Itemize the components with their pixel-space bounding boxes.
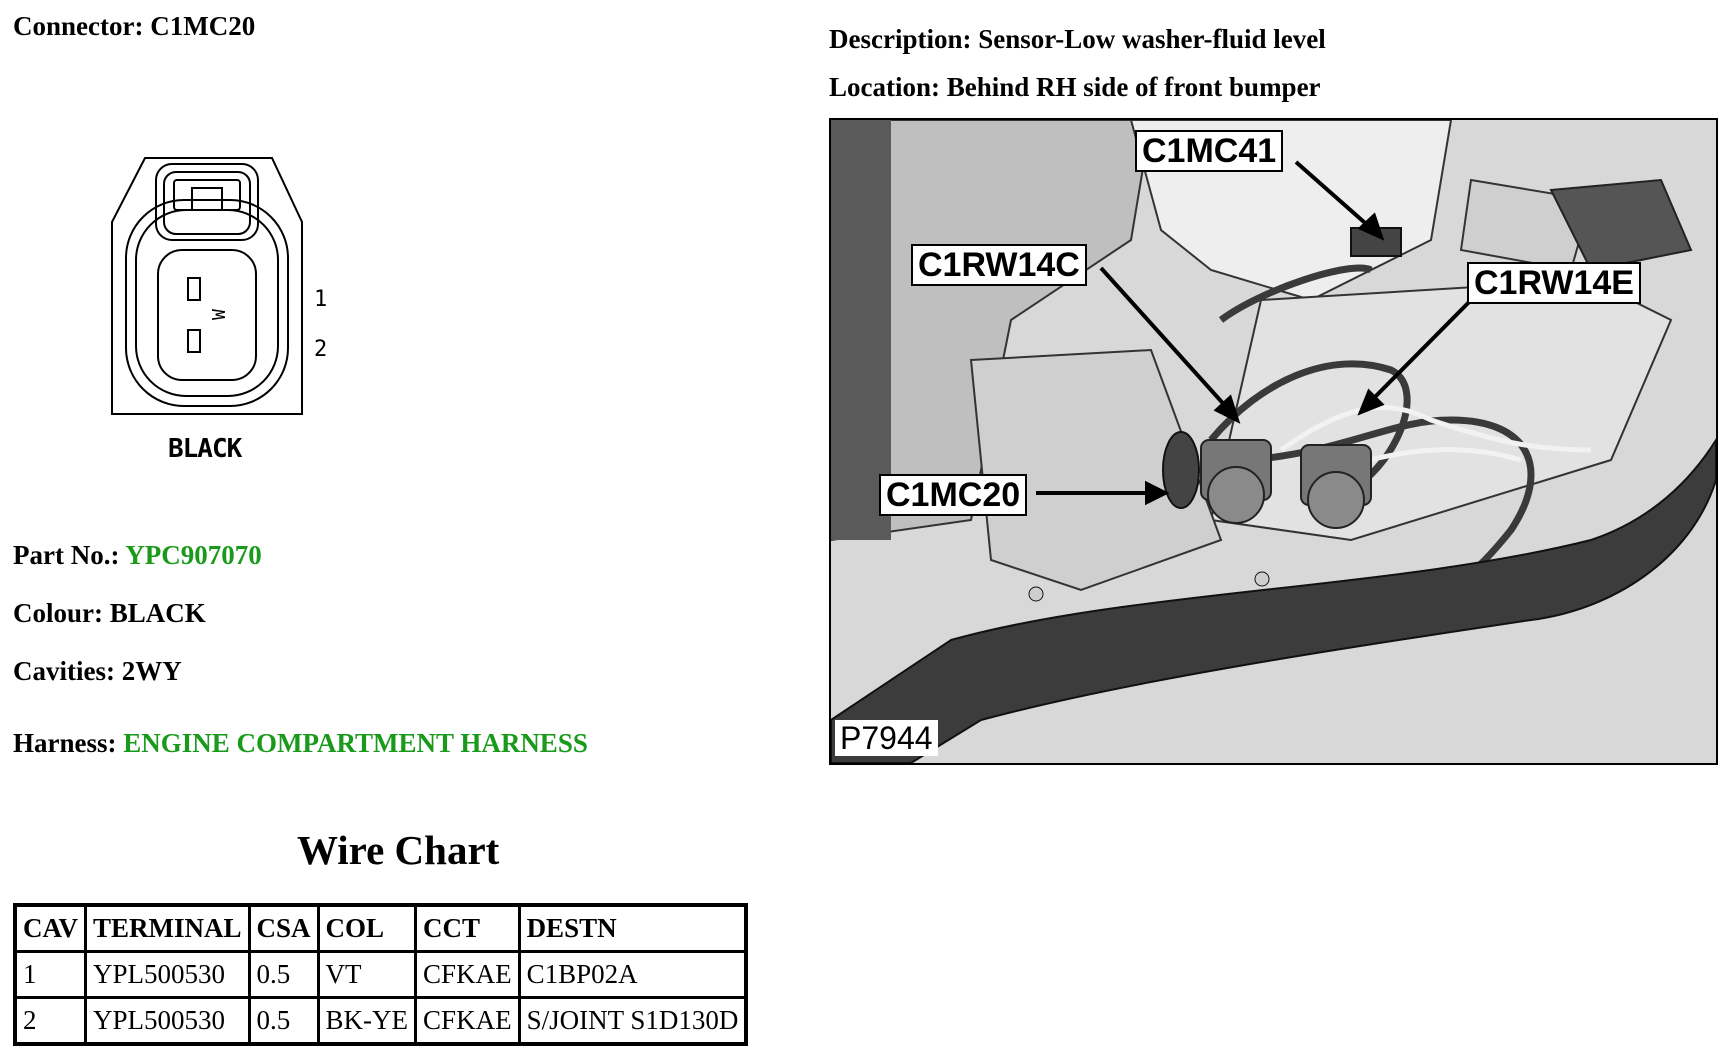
colour-line: Colour: BLACK <box>13 598 206 629</box>
pin-2-label: 2 <box>314 337 327 362</box>
location-value: Behind RH side of front bumper <box>946 72 1321 102</box>
callout-c1rw14c: C1RW14C <box>911 244 1087 286</box>
cell-csa: 0.5 <box>247 996 320 1046</box>
cell-csa: 0.5 <box>247 950 320 999</box>
column-header-terminal: TERMINAL <box>84 903 251 953</box>
column-header-csa: CSA <box>247 903 320 953</box>
description-line: Description: Sensor-Low washer-fluid lev… <box>829 24 1326 55</box>
column-header-cav: CAV <box>13 903 88 953</box>
callout-c1rw14e: C1RW14E <box>1467 262 1641 304</box>
cell-terminal: YPL500530 <box>84 996 251 1046</box>
photo-illustration <box>831 120 1716 763</box>
connector-face-diagram: 1 2 W <box>111 157 327 415</box>
description-label: Description: <box>829 24 972 54</box>
colour-value: BLACK <box>109 598 206 628</box>
part-number-label: Part No.: <box>13 540 120 570</box>
colour-label: Colour: <box>13 598 103 628</box>
cell-col: BK-YE <box>316 996 418 1046</box>
table-header-row: CAV TERMINAL CSA COL CCT DESTN <box>13 903 748 953</box>
callout-c1mc20: C1MC20 <box>879 474 1028 516</box>
pin-1-label: 1 <box>314 287 327 312</box>
column-header-col: COL <box>316 903 418 953</box>
cell-destn: C1BP02A <box>517 950 748 999</box>
location-line: Location: Behind RH side of front bumper <box>829 72 1321 103</box>
location-label: Location: <box>829 72 940 102</box>
cell-destn: S/JOINT S1D130D <box>517 996 748 1046</box>
part-number-link[interactable]: YPC907070 <box>125 540 262 570</box>
part-number-line: Part No.: YPC907070 <box>13 540 262 571</box>
location-photo: C1MC41 C1RW14C C1RW14E C1MC20 P7944 <box>829 118 1718 765</box>
harness-label: Harness: <box>13 728 117 758</box>
cavities-value: 2WY <box>121 656 182 686</box>
cavities-label: Cavities: <box>13 656 115 686</box>
harness-link[interactable]: ENGINE COMPARTMENT HARNESS <box>123 728 588 758</box>
cell-cct: CFKAE <box>414 950 521 999</box>
cell-cav: 1 <box>13 950 88 999</box>
connector-heading: Connector: C1MC20 <box>13 11 255 42</box>
polarity-mark: W <box>209 309 230 320</box>
wire-chart-title: Wire Chart <box>297 827 500 873</box>
connector-colour-caption: BLACK <box>168 434 242 464</box>
callout-c1mc41: C1MC41 <box>1135 130 1284 172</box>
cell-cct: CFKAE <box>414 996 521 1046</box>
column-header-cct: CCT <box>414 903 521 953</box>
table-row: 1 YPL500530 0.5 VT CFKAE C1BP02A <box>13 950 748 999</box>
cell-col: VT <box>316 950 418 999</box>
column-header-destn: DESTN <box>517 903 748 953</box>
cavities-line: Cavities: 2WY <box>13 656 182 687</box>
connector-value: C1MC20 <box>150 11 256 41</box>
figure-id: P7944 <box>835 720 938 756</box>
table-row: 2 YPL500530 0.5 BK-YE CFKAE S/JOINT S1D1… <box>13 996 748 1046</box>
cell-cav: 2 <box>13 996 88 1046</box>
description-value: Sensor-Low washer-fluid level <box>978 24 1326 54</box>
cell-terminal: YPL500530 <box>84 950 251 999</box>
harness-line: Harness: ENGINE COMPARTMENT HARNESS <box>13 728 588 759</box>
connector-label: Connector: <box>13 11 144 41</box>
wire-chart-table: CAV TERMINAL CSA COL CCT DESTN 1 YPL5005… <box>13 903 749 1046</box>
